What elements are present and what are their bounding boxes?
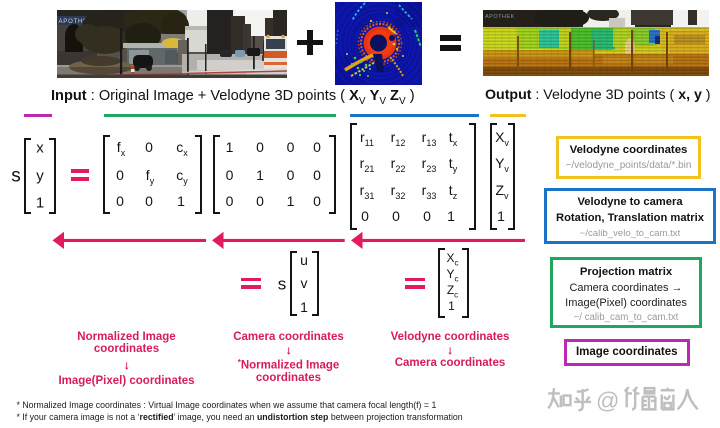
svg-text:@: @ bbox=[596, 387, 620, 413]
svg-text:APOTHEK: APOTHEK bbox=[59, 19, 93, 25]
svg-text:APOTHEK: APOTHEK bbox=[485, 14, 515, 20]
